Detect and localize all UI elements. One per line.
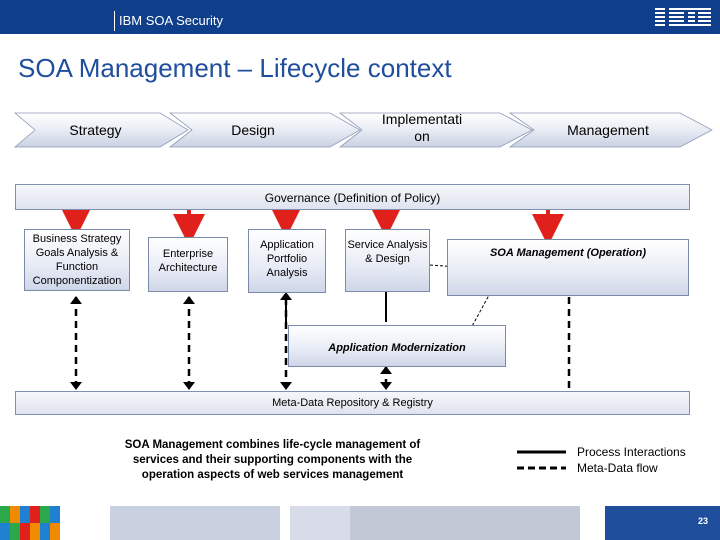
header-separator (114, 11, 115, 31)
phase-design: Design (231, 122, 275, 138)
header-title: IBM SOA Security (119, 13, 224, 28)
business-strategy-label: Business Strategy Goals Analysis & Funct… (32, 233, 122, 287)
chevron-management (508, 112, 713, 148)
soa-management-label: SOA Management (Operation) (489, 247, 647, 259)
meta-data-label: Meta-Data Repository & Registry (272, 397, 433, 409)
box-service-analysis: Service Analysis & Design (345, 229, 430, 292)
chevron-design (168, 112, 361, 148)
page-number: 23 (697, 516, 708, 526)
box-application-modernization: Application Modernization (288, 325, 506, 367)
box-enterprise-architecture: Enterprise Architecture (148, 237, 228, 292)
governance-label: Governance (Definition of Policy) (264, 191, 441, 205)
header-bar (0, 0, 720, 34)
chevron-strategy (13, 112, 189, 148)
legend-process-label: Process Interactions (577, 445, 686, 459)
box-soa-management: SOA Management (Operation) (447, 239, 689, 296)
meta-arrowhead-down-3 (280, 382, 292, 390)
application-portfolio-label: Application Portfolio Analysis (260, 239, 314, 279)
meta-arrowhead-up-3 (280, 292, 292, 300)
meta-arrowhead-down-2 (183, 382, 195, 390)
footer-strip (0, 506, 720, 540)
phase-strategy: Strategy (69, 122, 122, 138)
meta-arrowhead-up-2 (183, 296, 195, 304)
meta-arrowhead-up-4 (380, 366, 392, 374)
legend-meta-label: Meta-Data flow (577, 461, 658, 475)
governance-bar: Governance (Definition of Policy) (15, 184, 690, 210)
application-modernization-label: Application Modernization (328, 342, 466, 354)
meta-arrowhead-up-1 (70, 296, 82, 304)
service-analysis-label: Service Analysis & Design (347, 239, 428, 265)
summary-note: SOA Management combines life-cycle manag… (124, 439, 421, 481)
meta-arrowhead-down-1 (70, 382, 82, 390)
phase-management: Management (567, 122, 649, 138)
chevron-implementation (338, 112, 533, 148)
meta-data-repository-bar: Meta-Data Repository & Registry (15, 391, 690, 415)
box-business-strategy: Business Strategy Goals Analysis & Funct… (24, 229, 130, 291)
box-application-portfolio: Application Portfolio Analysis (248, 229, 326, 293)
phase-implementation: Implementati on (381, 111, 463, 144)
enterprise-architecture-label: Enterprise Architecture (158, 248, 218, 274)
meta-arrowhead-down-4 (380, 382, 392, 390)
ibm-logo (655, 6, 711, 28)
slide-title: SOA Management – Lifecycle context (18, 53, 452, 83)
